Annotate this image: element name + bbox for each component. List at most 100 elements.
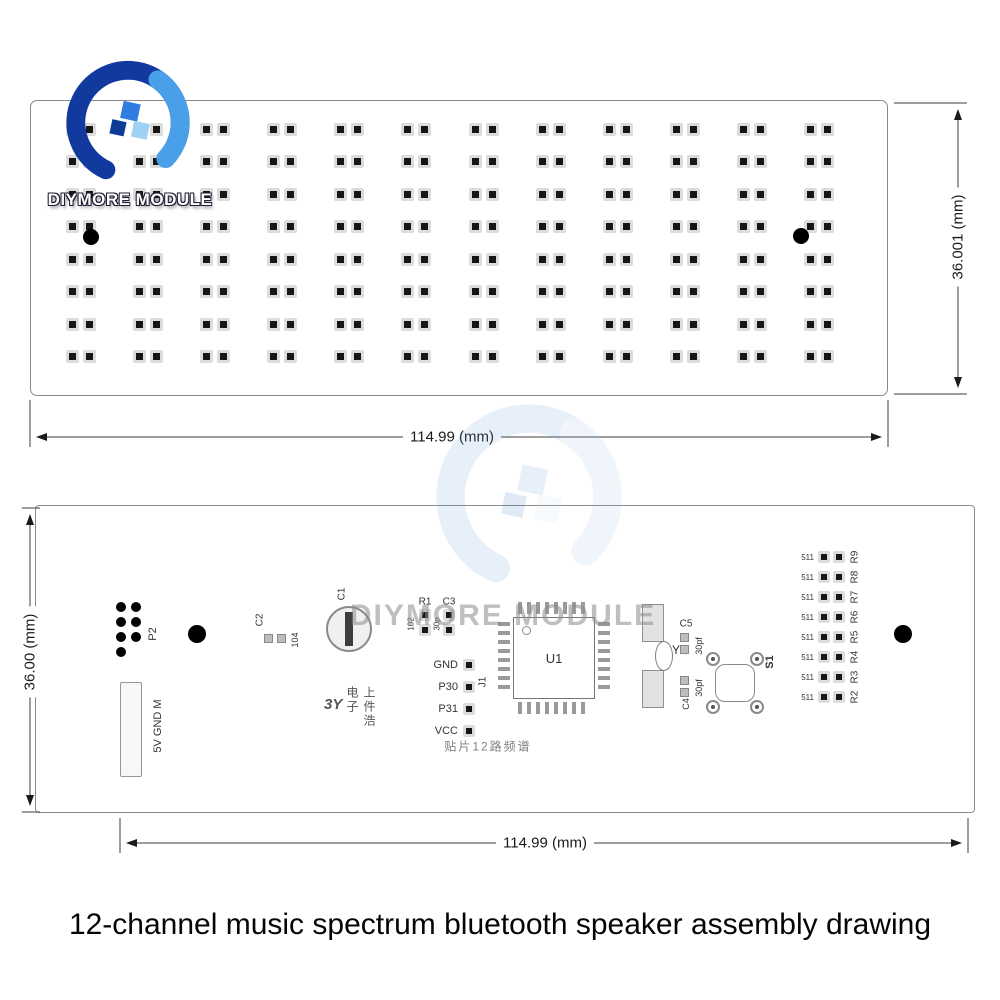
led-footprint bbox=[804, 317, 835, 331]
vendor-logo: 3Y bbox=[324, 696, 343, 713]
s1-pin bbox=[706, 700, 720, 714]
led-pad bbox=[602, 187, 616, 201]
led-pad bbox=[418, 350, 432, 364]
led-pad bbox=[82, 285, 96, 299]
led-footprint bbox=[334, 252, 365, 266]
resistor-pad bbox=[833, 671, 845, 683]
j1-pad bbox=[463, 681, 475, 693]
power-pin-labels: 5V GND M bbox=[152, 699, 164, 753]
led-pad bbox=[804, 220, 818, 234]
resistor-value: 511 bbox=[801, 592, 814, 602]
led-footprint bbox=[468, 122, 499, 136]
crystal-body bbox=[655, 641, 673, 671]
led-footprint bbox=[602, 252, 633, 266]
resistor-value: 511 bbox=[801, 652, 814, 662]
led-pad bbox=[619, 285, 633, 299]
c3-value: 30p bbox=[432, 617, 442, 631]
led-pad bbox=[216, 155, 230, 169]
j1-pad bbox=[463, 703, 475, 715]
led-pad bbox=[149, 317, 163, 331]
crystal-pad bbox=[642, 670, 664, 708]
led-pad bbox=[132, 350, 146, 364]
board-name-silkscreen: 贴片12路频谱 bbox=[444, 739, 532, 754]
p2-pin bbox=[131, 632, 141, 642]
led-pad bbox=[468, 122, 482, 136]
led-footprint bbox=[602, 220, 633, 234]
led-pad bbox=[468, 155, 482, 169]
p2-pin bbox=[116, 602, 126, 612]
led-pad bbox=[284, 155, 298, 169]
led-pad bbox=[619, 220, 633, 234]
y-crystal bbox=[642, 604, 676, 708]
c5-label: C5 bbox=[679, 618, 693, 630]
c2-label: C2 bbox=[254, 613, 266, 627]
led-pad bbox=[199, 285, 213, 299]
led-footprint bbox=[65, 317, 96, 331]
led-footprint bbox=[468, 220, 499, 234]
led-footprint bbox=[737, 252, 768, 266]
led-pad bbox=[535, 317, 549, 331]
caption: 12-channel music spectrum bluetooth spea… bbox=[68, 908, 932, 941]
led-footprint bbox=[602, 187, 633, 201]
led-pad bbox=[418, 220, 432, 234]
led-pad bbox=[670, 285, 684, 299]
led-pad bbox=[284, 252, 298, 266]
led-pad bbox=[821, 187, 835, 201]
led-footprint bbox=[602, 122, 633, 136]
u1-label: U1 bbox=[545, 650, 563, 666]
led-pad bbox=[737, 155, 751, 169]
led-footprint bbox=[468, 285, 499, 299]
led-footprint bbox=[199, 155, 230, 169]
resistor-value: 511 bbox=[801, 552, 814, 562]
led-pad bbox=[821, 122, 835, 136]
c5-value: 30pf bbox=[694, 637, 704, 655]
led-pad bbox=[602, 155, 616, 169]
led-footprint bbox=[804, 122, 835, 136]
resistor-name: R8 bbox=[849, 570, 861, 583]
led-pad bbox=[418, 122, 432, 136]
component-board-outline: P2 5V GND M C2 104 C1 3Y 上件浩电子 R1 C3 102… bbox=[35, 505, 975, 813]
j1-pad bbox=[463, 659, 475, 671]
led-footprint bbox=[535, 122, 566, 136]
p2-pin bbox=[131, 602, 141, 612]
led-pad bbox=[267, 155, 281, 169]
led-pad bbox=[65, 285, 79, 299]
u1-pins-right bbox=[598, 622, 610, 694]
vendor-name: 上件浩电子 bbox=[345, 686, 376, 728]
led-pad bbox=[670, 155, 684, 169]
led-pad bbox=[267, 187, 281, 201]
led-footprint bbox=[670, 350, 701, 364]
led-pad bbox=[804, 350, 818, 364]
resistor-pad bbox=[818, 551, 830, 563]
led-pad bbox=[687, 220, 701, 234]
led-footprint bbox=[535, 350, 566, 364]
led-footprint bbox=[267, 317, 298, 331]
led-pad bbox=[132, 155, 146, 169]
led-pad bbox=[552, 155, 566, 169]
led-footprint bbox=[804, 285, 835, 299]
resistor-name: R4 bbox=[849, 650, 861, 663]
resistor-name: R2 bbox=[849, 690, 861, 703]
j1-label: J1 bbox=[477, 676, 489, 688]
led-pad bbox=[485, 285, 499, 299]
led-footprint bbox=[267, 220, 298, 234]
led-pad bbox=[199, 317, 213, 331]
led-pad bbox=[737, 317, 751, 331]
led-pad bbox=[199, 187, 213, 201]
led-pad bbox=[754, 122, 768, 136]
led-footprint bbox=[401, 220, 432, 234]
led-pad bbox=[485, 220, 499, 234]
led-pad bbox=[401, 317, 415, 331]
led-pad bbox=[199, 350, 213, 364]
u1-pins-bottom bbox=[518, 702, 590, 714]
led-pad bbox=[132, 252, 146, 266]
led-pad bbox=[552, 252, 566, 266]
led-pad bbox=[687, 350, 701, 364]
c3-pads bbox=[443, 609, 455, 636]
led-pad bbox=[65, 252, 79, 266]
r1-value: 102 bbox=[406, 617, 416, 631]
led-pad bbox=[82, 187, 96, 201]
led-pad bbox=[351, 350, 365, 364]
